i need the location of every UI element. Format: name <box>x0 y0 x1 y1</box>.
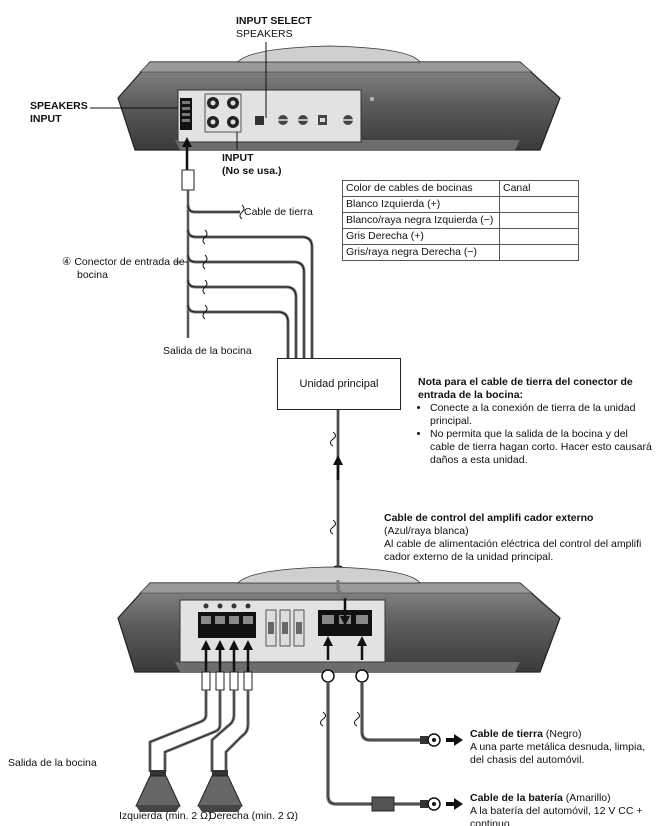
speakers-select-label: SPEAKERS <box>236 28 293 40</box>
input-select-switch <box>255 116 264 125</box>
table-cell: Gris Derecha (+) <box>342 228 500 245</box>
head-unit-box: Unidad principal <box>277 358 401 410</box>
ground-cable-note: Cable de tierra (Negro) A una parte metá… <box>470 728 660 767</box>
table-row: Blanco/raya negra Izquierda (−) <box>342 212 579 229</box>
left-speaker-label: Izquierda (min. 2 Ω) <box>119 810 212 822</box>
bottom-amplifier <box>117 566 561 673</box>
table-cell <box>499 212 579 229</box>
control-cable-title: Cable de control del amplifi cador exter… <box>384 512 594 524</box>
table-header-row: Color de cables de bocinas Canal <box>342 180 579 197</box>
table-cell <box>499 228 579 245</box>
table-row: Blanco Izquierda (+) <box>342 196 579 213</box>
table-header-cell: Canal <box>499 180 579 197</box>
ground-note-bullet: No permita que la salida de la bocina y … <box>430 428 654 467</box>
table-row: Gris Derecha (+) <box>342 228 579 245</box>
battery-cable-color: (Amarillo) <box>565 792 611 804</box>
top-amplifier <box>90 42 561 151</box>
battery-cable-title: Cable de la batería <box>470 792 563 804</box>
ground-cable-title: Cable de tierra <box>470 728 543 740</box>
right-speaker-icon <box>197 770 243 812</box>
ground-cable-color: (Negro) <box>545 728 582 740</box>
right-speaker-label: Derecha (min. 2 Ω) <box>209 810 298 822</box>
table-cell <box>499 244 579 261</box>
control-cable-note: Cable de control del amplifi cador exter… <box>384 512 654 564</box>
wire-color-table: Color de cables de bocinas Canal Blanco … <box>342 180 579 261</box>
input-select-label: INPUT SELECT <box>236 15 312 27</box>
table-cell <box>499 196 579 213</box>
ground-note-title: Nota para el cable de tierra del conecto… <box>418 376 633 401</box>
control-cable-color: (Azul/raya blanca) <box>384 525 469 537</box>
ground-note: Nota para el cable de tierra del conecto… <box>418 376 654 467</box>
battery-cable-desc: A la batería del automóvil, 12 V CC + co… <box>470 805 643 826</box>
speaker-output-top-label: Salida de la bocina <box>163 345 252 357</box>
table-cell: Blanco/raya negra Izquierda (−) <box>342 212 500 229</box>
input-label: INPUT(No se usa.) <box>222 152 282 177</box>
ground-cable-desc: A una parte metálica desnuda, limpia, de… <box>470 741 646 766</box>
rca-input-jacks <box>204 93 242 133</box>
table-cell: Blanco Izquierda (+) <box>342 196 500 213</box>
control-cable-desc: Al cable de alimentación eléctrica del c… <box>384 538 642 563</box>
table-cell: Gris/raya negra Derecha (−) <box>342 244 500 261</box>
fuse-holder-icon <box>371 796 395 812</box>
ground-note-bullet: Conecte a la conexión de tierra de la un… <box>430 402 654 428</box>
table-row: Gris/raya negra Derecha (−) <box>342 244 579 261</box>
ground-wire-label: Cable de tierra <box>244 206 313 218</box>
battery-cable-note: Cable de la batería (Amarillo) A la bate… <box>470 792 650 826</box>
left-speaker-icon <box>135 770 181 812</box>
table-header-cell: Color de cables de bocinas <box>342 180 500 197</box>
speaker-output-bottom-label: Salida de la bocina <box>8 757 97 769</box>
